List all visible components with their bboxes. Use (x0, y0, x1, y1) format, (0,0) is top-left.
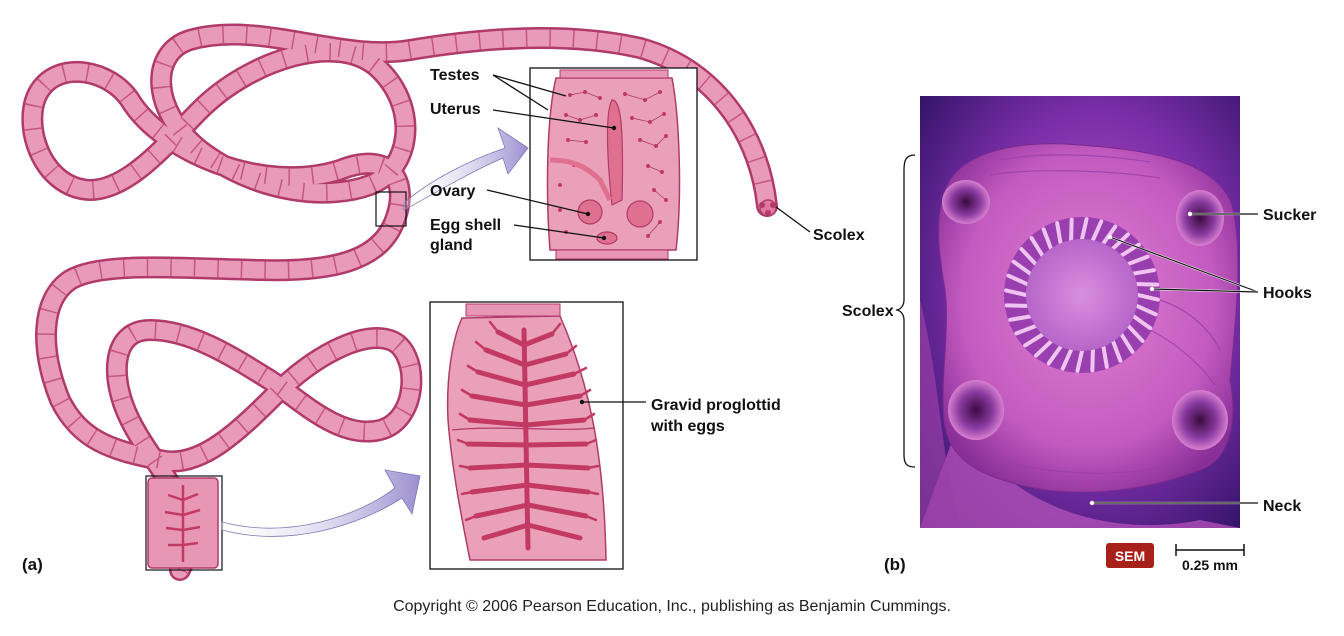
hook (1126, 324, 1145, 343)
hook (1069, 217, 1074, 243)
hook (1034, 339, 1053, 358)
hook (1060, 347, 1074, 371)
label-egg-shell-gland-1: Egg shell (430, 217, 501, 234)
hook (1126, 254, 1150, 266)
sem-badge (1106, 543, 1154, 568)
rostellum (1026, 239, 1138, 351)
label-sucker: Sucker (1263, 207, 1316, 224)
hook (1023, 332, 1045, 348)
gravid-proglottid-inset (429, 301, 624, 570)
hook (1004, 303, 1030, 308)
hook (1006, 273, 1030, 287)
sem-micrograph (920, 96, 1240, 528)
hook (1090, 347, 1095, 373)
hook (1046, 344, 1063, 366)
scale-bar-label: 0.25 mm (1182, 557, 1238, 573)
sucker-top-left (942, 180, 990, 224)
magnify-arrow-upper (403, 127, 529, 211)
hooks-ring (1004, 217, 1160, 373)
panel-label-a: (a) (22, 555, 43, 574)
scolex-brace (895, 154, 916, 468)
panel-label-b: (b) (884, 555, 906, 574)
egg-shell-gland-organ (596, 231, 618, 245)
hook (1119, 332, 1135, 354)
hook (1008, 314, 1033, 322)
hook (1111, 339, 1123, 363)
hook (1075, 349, 1084, 373)
label-ovary: Ovary (430, 183, 475, 200)
label-uterus: Uterus (430, 101, 481, 118)
hook (1101, 344, 1109, 369)
label-gravid-2: with eggs (650, 418, 725, 435)
leaders-a (486, 74, 811, 405)
hook (1131, 268, 1156, 276)
hook (1041, 227, 1053, 251)
hook (1134, 282, 1160, 287)
gravid-segments (147, 477, 219, 569)
sucker-bottom-left (948, 380, 1004, 440)
copyright-text: Copyright © 2006 Pearson Education, Inc.… (393, 598, 951, 615)
uterus-organ (606, 99, 624, 206)
sucker-bottom-right (1172, 390, 1228, 450)
magnify-arrow-lower (221, 469, 421, 537)
gravid-uterus-branches (465, 327, 591, 551)
hook (1011, 259, 1033, 276)
ovary-organ (577, 199, 654, 228)
label-testes: Testes (430, 67, 480, 84)
hook (1136, 293, 1160, 302)
mature-proglottid-inset (529, 67, 698, 261)
hook (1131, 314, 1153, 331)
sucker-top-right (1176, 190, 1224, 246)
sem-badge-text: SEM (1115, 548, 1145, 564)
hook (1080, 217, 1089, 241)
hook (1004, 288, 1028, 297)
scale-bar (1175, 544, 1245, 556)
label-gravid-1: Gravid proglottid (651, 397, 781, 414)
label-hooks: Hooks (1263, 285, 1312, 302)
label-scolex-b: Scolex (842, 303, 894, 320)
hook (1014, 324, 1038, 336)
label-neck: Neck (1263, 498, 1301, 515)
hook (1090, 219, 1104, 243)
hook (1134, 303, 1158, 317)
hook (1029, 236, 1045, 258)
leaders-b (895, 154, 1259, 506)
label-egg-shell-gland-2: gland (430, 237, 473, 254)
hook (1019, 247, 1038, 266)
hook (1055, 221, 1063, 246)
label-scolex-a: Scolex (813, 227, 865, 244)
tapeworm-body (21, 23, 778, 581)
